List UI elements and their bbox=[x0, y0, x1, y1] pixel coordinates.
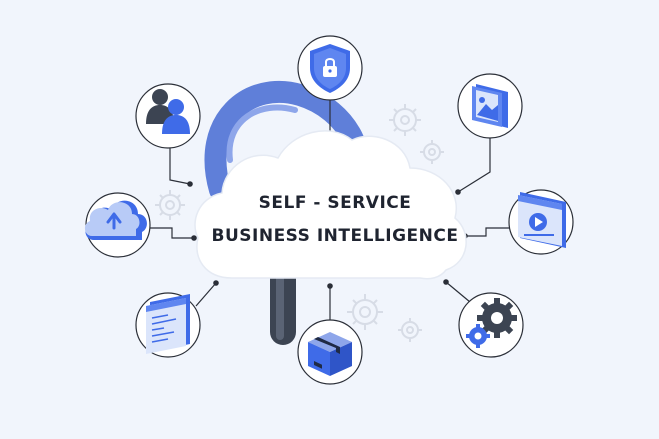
shield-lock-icon bbox=[310, 44, 350, 93]
connector-code bbox=[195, 282, 217, 307]
bg-gear-icon-4 bbox=[347, 294, 383, 330]
node-code bbox=[135, 292, 201, 358]
cloud-title-line-1: SELF - SERVICE bbox=[258, 193, 412, 213]
connector-users bbox=[169, 148, 191, 185]
video-player-icon bbox=[518, 192, 566, 248]
bg-gear-icon-5 bbox=[398, 318, 422, 342]
users-icon bbox=[146, 89, 190, 134]
node-cloud-upload bbox=[84, 192, 151, 258]
central-cloud bbox=[194, 130, 467, 280]
cloud-upload-icon bbox=[84, 200, 147, 240]
image-frame-icon bbox=[472, 84, 508, 128]
code-window-icon bbox=[146, 294, 190, 354]
bg-gear-icon-3 bbox=[155, 190, 185, 220]
node-users bbox=[135, 83, 201, 149]
bg-gear-icon-2 bbox=[420, 140, 444, 164]
magnifier-ring-highlight bbox=[226, 104, 298, 163]
cloud-title-line-2: BUSINESS INTELLIGENCE bbox=[211, 226, 459, 246]
node-image bbox=[457, 73, 523, 139]
package-box-icon bbox=[308, 332, 352, 376]
connector-cloud-upload bbox=[150, 227, 194, 239]
node-package bbox=[297, 319, 363, 385]
node-video bbox=[508, 189, 574, 255]
gears-icon bbox=[466, 298, 517, 348]
connector-video bbox=[465, 227, 516, 237]
background-gears bbox=[155, 104, 444, 342]
connector-image bbox=[457, 138, 491, 193]
node-settings bbox=[458, 292, 524, 358]
node-security bbox=[297, 35, 363, 101]
bg-gear-icon-1 bbox=[389, 104, 421, 136]
connector-settings bbox=[445, 281, 471, 303]
